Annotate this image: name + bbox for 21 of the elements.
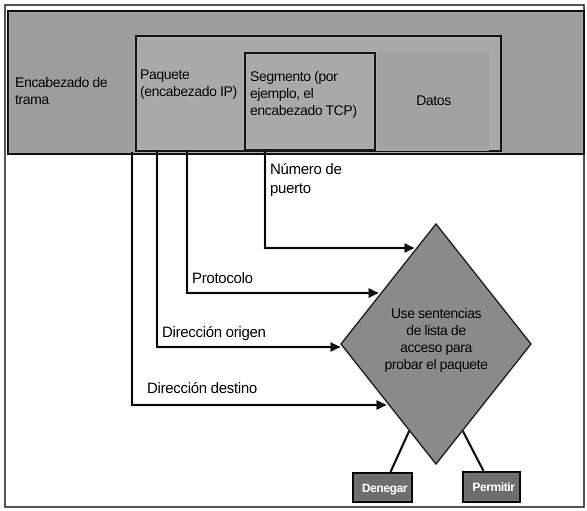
connector-line [390, 430, 410, 472]
node-text: Segmento (por ejemplo, el encabezado TCP) [250, 68, 358, 119]
outcome-box [352, 472, 413, 503]
segment-box [244, 52, 487, 151]
arrow [130, 152, 386, 410]
node-text: Datos [415, 92, 452, 109]
decision-diamond [340, 223, 532, 465]
arrow [156, 152, 340, 352]
data-box [374, 52, 489, 151]
outcome-box [462, 471, 521, 503]
node-text: Encabezado de trama [15, 74, 108, 108]
node-text: Use sentencias de lista de acceso para probar el paquete [384, 305, 488, 373]
frame-header-box [7, 10, 585, 155]
arrow [186, 152, 378, 298]
arrow [264, 151, 414, 253]
edge-label: Dirección origen [160, 323, 268, 342]
node-text: Permitir [471, 479, 516, 496]
node-text: Paquete (encabezado IP) [140, 66, 238, 100]
packet-box [135, 35, 502, 152]
node-text: Denegar [360, 480, 408, 497]
connector-line [462, 430, 484, 472]
